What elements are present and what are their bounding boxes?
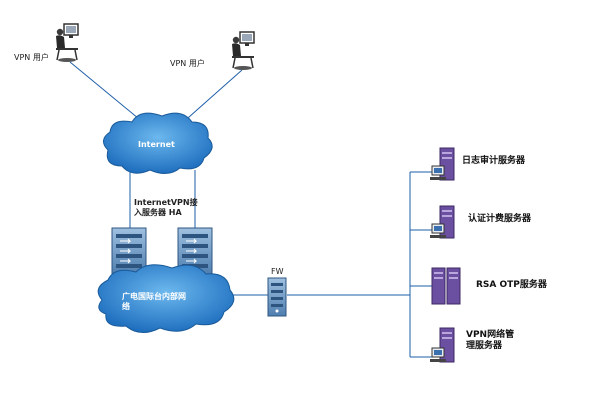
server-vpn-mgmt-icon [430,327,455,363]
server-label-vpn-mgmt: VPN网络管 理服务器 [466,330,515,351]
vpn-user-right-label: VPN 用户 [170,59,205,68]
intranet-cloud [97,264,235,333]
vpn-user-right-icon [232,31,255,70]
intranet-label: 广电国际台内部网 络 [122,292,186,311]
vpn-gateway-label: InternetVPN接 入服务器 HA [134,198,198,217]
vpn-user-left-label: VPN 用户 [14,53,49,62]
firewall-icon [267,277,287,317]
vpn-gateway-left-icon [111,227,147,275]
server-label-log-audit: 日志审计服务器 [462,156,526,166]
internet-label: Internet [138,140,175,149]
link-user-right-internet [179,69,243,126]
vpn-user-left-icon [56,23,79,62]
server-label-auth-billing: 认证计费服务器 [468,214,532,224]
server-rsa-otp-icon [431,267,461,305]
internet-cloud [103,112,213,174]
server-log-audit-icon [430,147,455,181]
firewall-label: FW [271,267,284,276]
server-label-rsa-otp: RSA OTP服务器 [476,280,547,290]
server-auth-billing-icon [430,205,455,239]
